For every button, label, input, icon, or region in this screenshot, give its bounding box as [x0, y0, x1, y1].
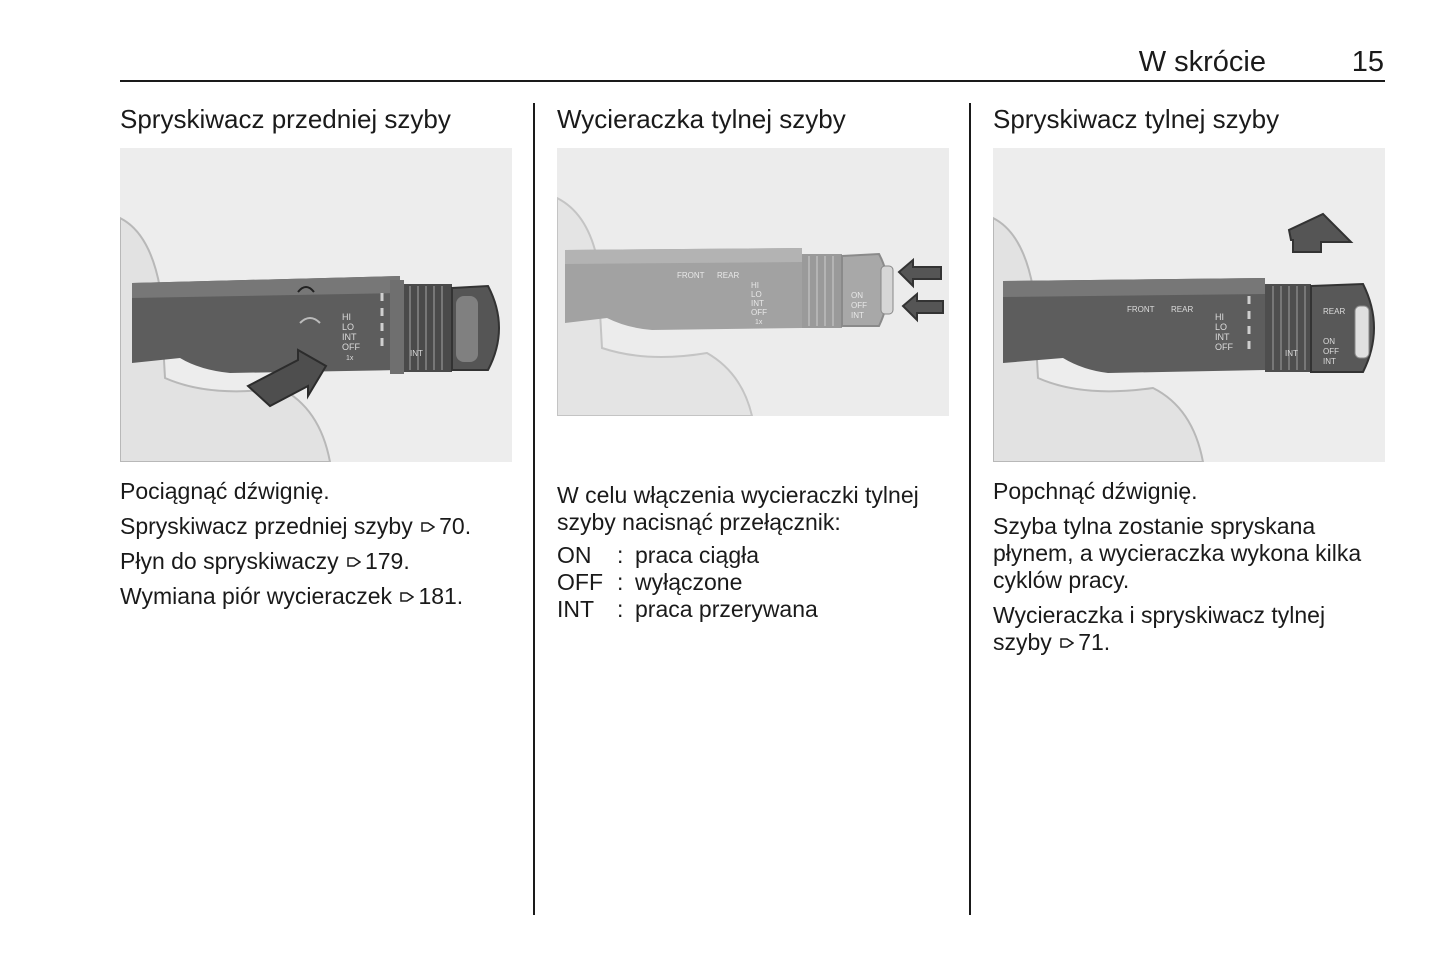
paragraph: Płyn do spryskiwaczy 179.: [120, 548, 410, 574]
paragraph: Wycieraczka i spryskiwacz tylnej szyby 7…: [993, 602, 1326, 655]
column-body: Popchnąć dźwignię. Szyba tylna zostanie …: [993, 478, 1388, 664]
column-heading: Wycieraczka tylnej szyby: [557, 104, 846, 134]
column-body: W celu włączenia wycieraczki tylnej szyb…: [557, 482, 952, 623]
page-reference[interactable]: 70.: [439, 513, 472, 539]
label-lo: LO: [751, 290, 762, 299]
intro-text: W celu włączenia wycieraczki tylnej szyb…: [557, 482, 919, 535]
definition-term: ON: [557, 542, 592, 568]
label-rear: REAR: [1171, 305, 1193, 314]
paragraph: Szyba tylna zostanie spryskana płynem, a…: [993, 513, 1362, 593]
page-reference[interactable]: 71.: [1078, 629, 1111, 655]
column-heading: Spryskiwacz tylnej szyby: [993, 104, 1280, 134]
definition-desc: wyłączone: [635, 569, 743, 595]
label-off-rear: OFF: [851, 301, 867, 310]
definition-term: INT: [557, 596, 595, 622]
label-on: ON: [851, 291, 863, 300]
page-reference-icon: [400, 592, 415, 602]
page-reference[interactable]: 181.: [418, 583, 464, 609]
paragraph: Spryskiwacz przedniej szyby 70.: [120, 513, 472, 539]
definition-row: OFF : wyłączone: [557, 569, 952, 596]
label-int-rear: INT: [851, 311, 864, 320]
label-front: FRONT: [677, 271, 705, 280]
rear-wiper-lever-illustration: FRONT REAR HI LO INT OFF 1x ON OFF INT: [557, 148, 949, 416]
page-reference-icon: [1060, 638, 1075, 648]
front-washer-lever-illustration: HI LO INT OFF 1x INT: [120, 148, 512, 462]
column-heading: Spryskiwacz przedniej szyby: [120, 104, 451, 134]
column-body: Pociągnąć dźwignię. Spryskiwacz przednie…: [120, 478, 515, 618]
column-divider: [533, 103, 535, 915]
label-hi: HI: [751, 281, 759, 290]
label-hi: HI: [1215, 312, 1224, 322]
page-reference-icon: [421, 522, 436, 532]
page-number: 15: [1351, 46, 1384, 78]
definition-list: ON : praca ciągła OFF : wyłączone INT : …: [557, 542, 952, 623]
column-front-washer: Spryskiwacz przedniej szyby HI LO INT O: [120, 100, 515, 609]
paragraph: Wymiana piór wycieraczek 181.: [120, 583, 464, 609]
column-rear-wiper: Wycieraczka tylnej szyby FRONT REAR HI L…: [557, 100, 952, 622]
label-int: INT: [751, 299, 764, 308]
definition-separator: :: [617, 596, 624, 622]
label-ring-int: INT: [1285, 349, 1298, 358]
label-int: INT: [342, 332, 357, 342]
paragraph: Popchnąć dźwignię.: [993, 478, 1198, 504]
label-hi: HI: [342, 312, 351, 322]
definition-separator: :: [617, 569, 624, 595]
label-off: OFF: [342, 342, 360, 352]
label-int: INT: [1215, 332, 1230, 342]
label-ring-int: INT: [410, 349, 423, 358]
section-title: W skrócie: [1138, 46, 1266, 78]
label-off: OFF: [1215, 342, 1233, 352]
definition-desc: praca przerywana: [635, 596, 818, 622]
paragraph: Pociągnąć dźwignię.: [120, 478, 330, 504]
page-reference[interactable]: 179.: [364, 548, 410, 574]
definition-separator: :: [617, 542, 624, 568]
label-on: ON: [1323, 337, 1335, 346]
label-int-rear: INT: [1323, 357, 1336, 366]
label-1x: 1x: [346, 355, 354, 362]
label-rear-ring: REAR: [1323, 307, 1345, 316]
label-1x: 1x: [755, 319, 763, 326]
definition-term: OFF: [557, 569, 603, 595]
label-rear: REAR: [717, 271, 739, 280]
definition-desc: praca ciągła: [635, 542, 760, 568]
column-divider: [969, 103, 971, 915]
label-off-rear: OFF: [1323, 347, 1339, 356]
definition-row: INT : praca przerywana: [557, 596, 952, 623]
header-rule: [120, 80, 1385, 82]
definition-row: ON : praca ciągła: [557, 542, 952, 569]
page-reference-icon: [347, 557, 361, 567]
column-rear-washer: Spryskiwacz tylnej szyby FRONT REAR HI L…: [993, 100, 1388, 655]
label-lo: LO: [342, 322, 354, 332]
label-off: OFF: [751, 308, 767, 317]
label-front: FRONT: [1127, 305, 1155, 314]
label-lo: LO: [1215, 322, 1227, 332]
rear-washer-lever-illustration: FRONT REAR HI LO INT OFF INT ON OFF INT …: [993, 148, 1385, 462]
